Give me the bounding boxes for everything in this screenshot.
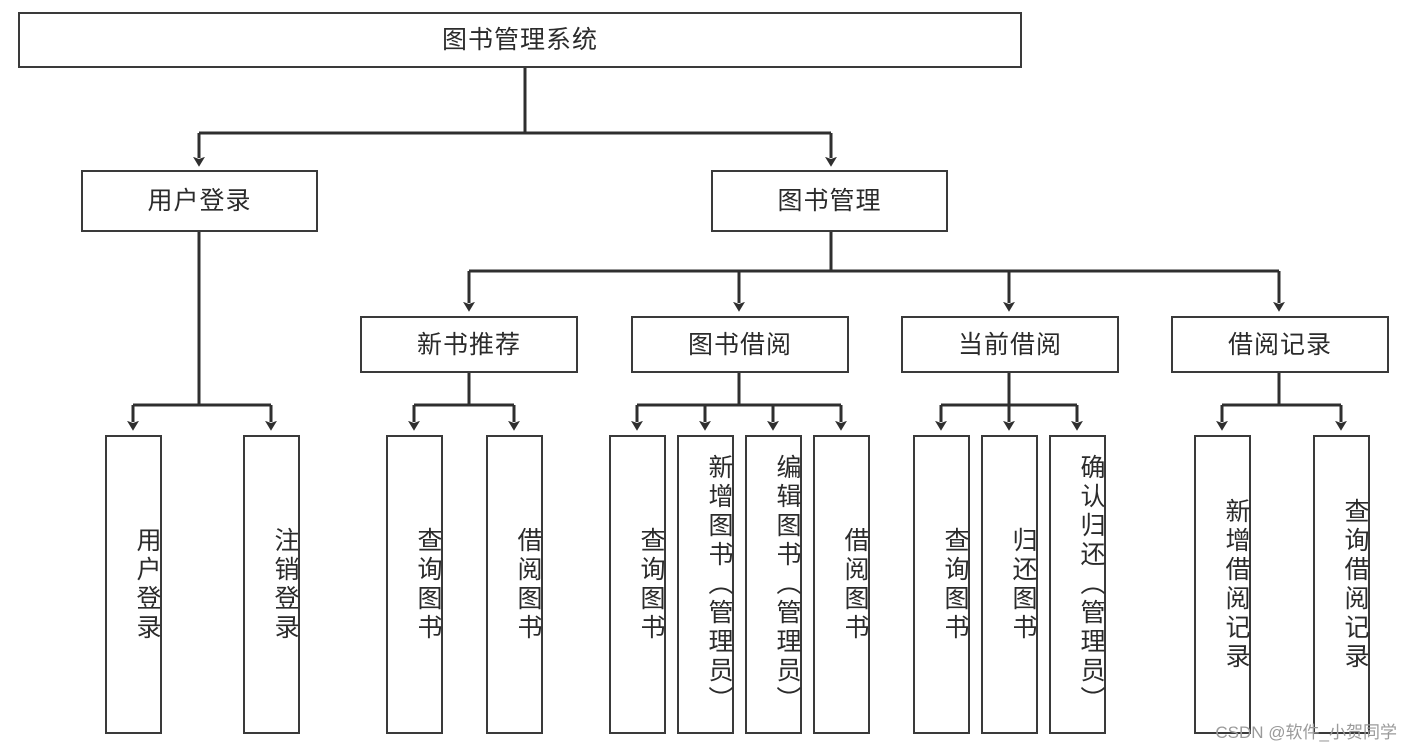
node-label: 图书管理 [777,187,882,215]
node-label: 注销登录 [271,526,299,643]
node-leaf-return-book[interactable]: 归还图书 [981,435,1038,734]
node-leaf-add-book-admin[interactable]: 新增图书（管理员） [677,435,734,734]
node-leaf-user-login[interactable]: 用户登录 [105,435,162,734]
node-leaf-query-book-recommend[interactable]: 查询图书 [386,435,443,734]
node-label: 编辑图书（管理员） [773,454,801,715]
node-borrow-record[interactable]: 借阅记录 [1171,316,1389,373]
node-leaf-borrow-book-recommend[interactable]: 借阅图书 [486,435,543,734]
node-label: 确认归还（管理员） [1077,454,1105,715]
node-label: 图书管理系统 [441,26,598,54]
node-label: 查询图书 [637,526,665,643]
node-label: 借阅图书 [514,526,542,643]
node-leaf-confirm-return-admin[interactable]: 确认归还（管理员） [1049,435,1106,734]
node-leaf-borrow-book[interactable]: 借阅图书 [813,435,870,734]
node-label: 用户登录 [133,526,161,643]
node-label: 查询图书 [414,526,442,643]
node-book-borrow[interactable]: 图书借阅 [631,316,849,373]
watermark-text: CSDN @软件_小贺同学 [1215,723,1397,742]
node-label: 查询借阅记录 [1341,497,1369,672]
node-leaf-query-book-borrow[interactable]: 查询图书 [609,435,666,734]
node-leaf-query-borrow-record[interactable]: 查询借阅记录 [1313,435,1370,734]
node-label: 图书借阅 [687,330,792,359]
node-label: 查询图书 [941,526,969,643]
node-label: 借阅图书 [841,526,869,643]
node-label: 当前借阅 [957,330,1062,359]
node-label: 归还图书 [1009,526,1037,643]
node-leaf-edit-book-admin[interactable]: 编辑图书（管理员） [745,435,802,734]
node-user-login[interactable]: 用户登录 [81,170,318,232]
node-label: 用户登录 [147,187,252,215]
node-leaf-add-borrow-record[interactable]: 新增借阅记录 [1194,435,1251,734]
node-label: 新书推荐 [416,330,521,359]
node-label: 借阅记录 [1227,330,1332,359]
node-label: 新增图书（管理员） [705,454,733,715]
node-current-borrow[interactable]: 当前借阅 [901,316,1119,373]
node-new-book-recommend[interactable]: 新书推荐 [360,316,578,373]
node-leaf-logout-login[interactable]: 注销登录 [243,435,300,734]
node-book-management[interactable]: 图书管理 [711,170,948,232]
node-label: 新增借阅记录 [1222,497,1250,672]
node-root-book-management-system[interactable]: 图书管理系统 [18,12,1022,68]
node-leaf-query-book-current[interactable]: 查询图书 [913,435,970,734]
